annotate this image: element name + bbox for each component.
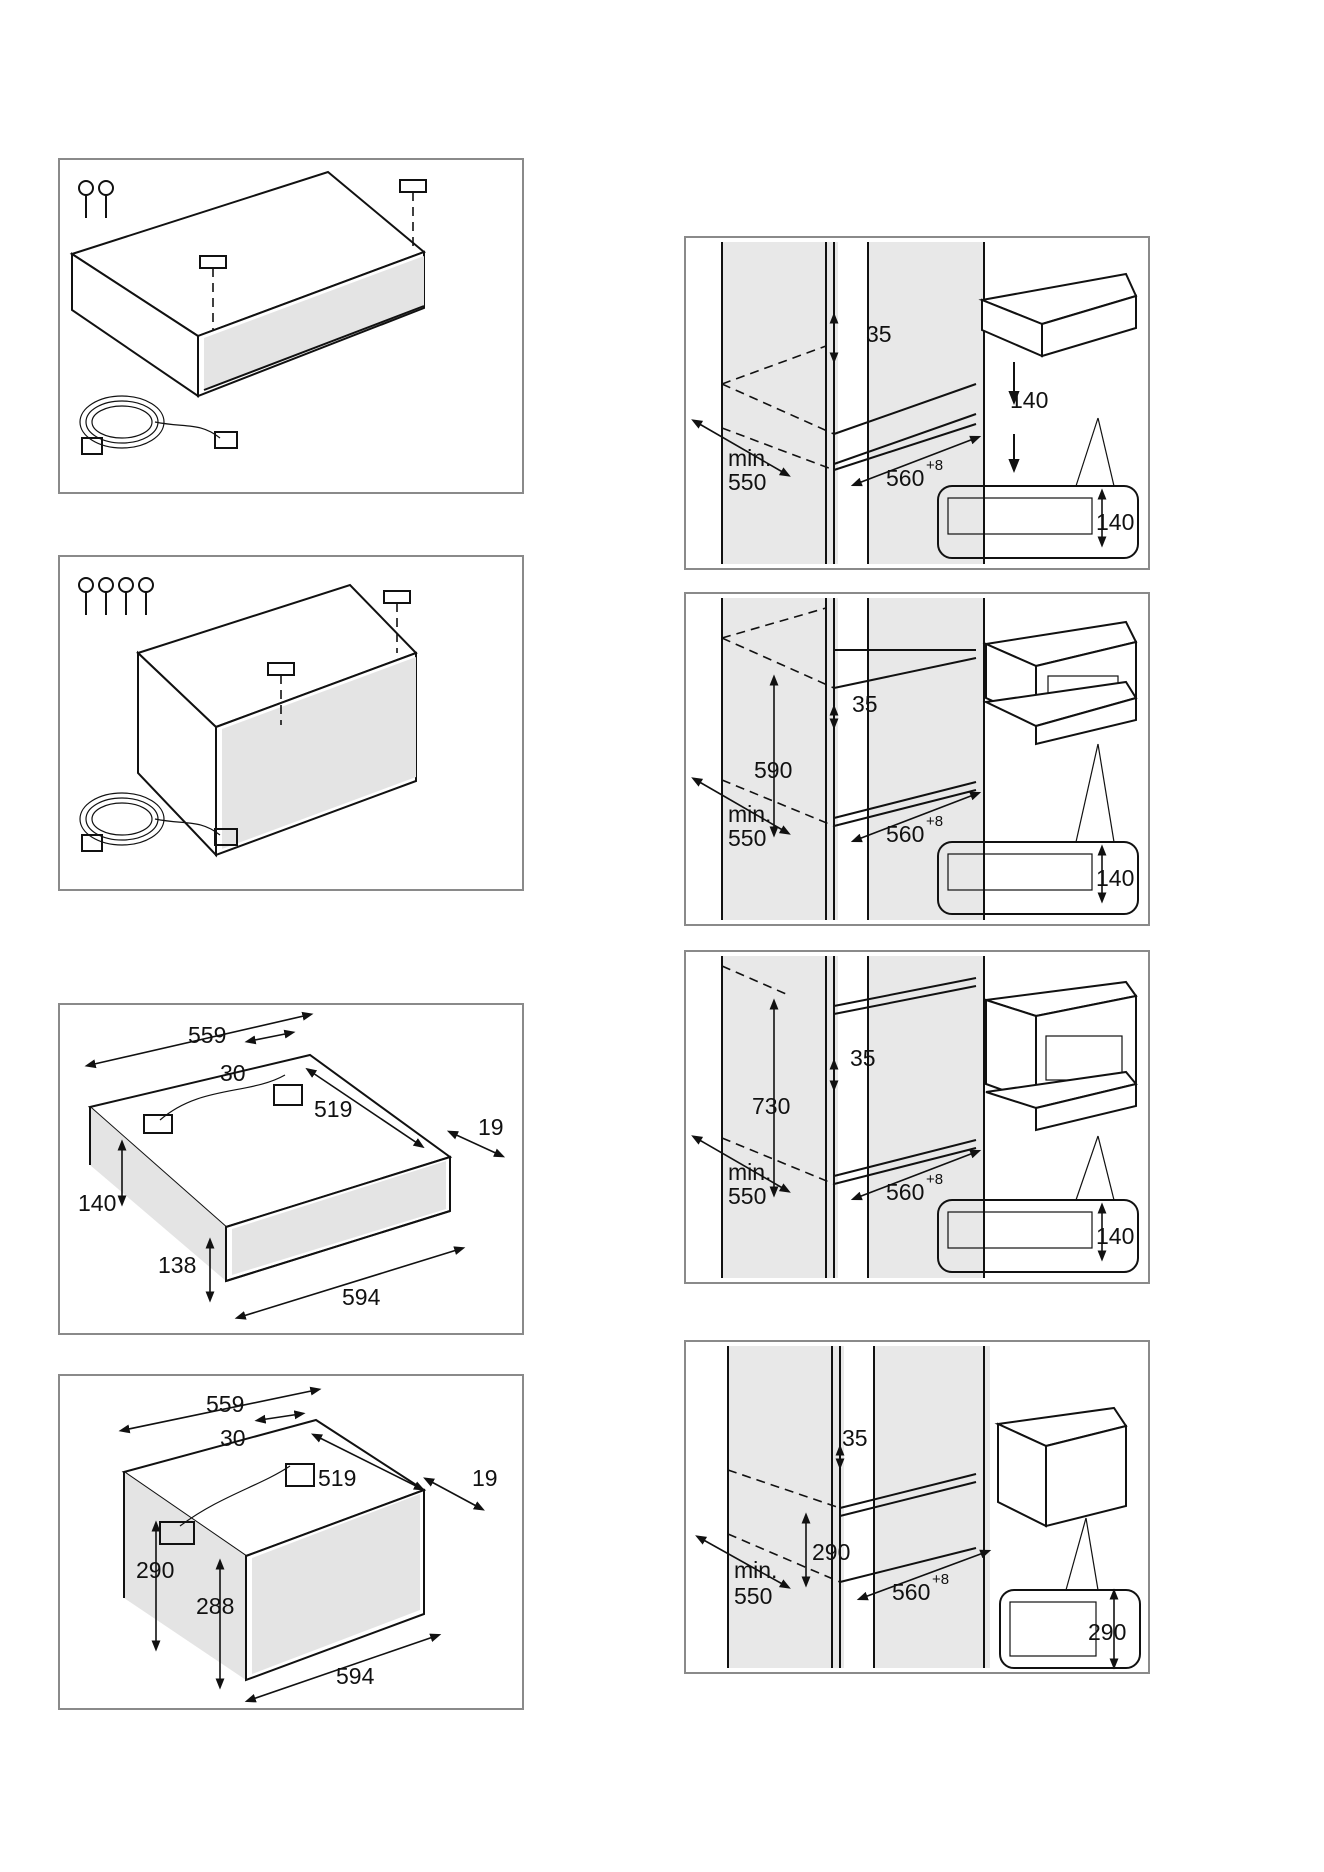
depth-label: 550 (728, 825, 766, 851)
depth-label: 559 (206, 1391, 244, 1417)
width-label: 594 (336, 1663, 375, 1689)
front-thickness-label: 19 (478, 1114, 504, 1140)
panel-offset-label: 30 (220, 1060, 246, 1086)
niche-140-compact-oven-figure: 35 590 min. 550 560 +8 140 (684, 592, 1150, 926)
front-thickness-label: 19 (472, 1465, 498, 1491)
drawer-outline (90, 1055, 450, 1281)
power-cable-icon (80, 396, 237, 454)
width-tolerance-label: +8 (926, 813, 943, 830)
drawer-140-dimension-figure: 559 30 519 19 140 138 594 (58, 1003, 524, 1335)
depth-min-label: min. (734, 1557, 777, 1583)
inner-depth-label: 519 (318, 1465, 356, 1491)
niche-290-standalone-figure: 35 290 min. 550 560 +8 290 (684, 1340, 1150, 1674)
width-tolerance-label: +8 (926, 1171, 943, 1188)
front-detail-callout (1000, 1518, 1140, 1668)
gap-label: 35 (850, 1045, 876, 1071)
front-height-label: 140 (1096, 509, 1134, 535)
gap-label: 35 (866, 321, 892, 347)
width-label: 560 (886, 1179, 924, 1205)
width-tolerance-label: +8 (932, 1571, 949, 1588)
width-label: 560 (892, 1579, 930, 1605)
niche-140-oven-figure: 35 730 min. 550 560 +8 140 (684, 950, 1150, 1284)
depth-label: 550 (728, 1183, 766, 1209)
height-label: 730 (752, 1093, 790, 1119)
gap-label: 35 (842, 1425, 868, 1451)
screw-icon (79, 578, 153, 615)
drawer-unit-icon (138, 585, 416, 855)
drawer-unit-icon (982, 274, 1136, 356)
height-label: 140 (1010, 387, 1048, 413)
front-height-label: 140 (1096, 865, 1134, 891)
front-height-label: 138 (158, 1252, 196, 1278)
height-label: 590 (754, 757, 792, 783)
width-label: 560 (886, 465, 924, 491)
height-label: 290 (812, 1539, 850, 1565)
depth-min-label: min. (728, 801, 771, 827)
drawer-290-dimension-figure: 559 30 519 19 290 288 594 (58, 1374, 524, 1710)
width-tolerance-label: +8 (926, 457, 943, 474)
depth-min-label: min. (728, 1159, 771, 1185)
depth-label: 559 (188, 1022, 226, 1048)
front-height-label: 288 (196, 1593, 234, 1619)
width-label: 560 (886, 821, 924, 847)
depth-label: 550 (728, 469, 766, 495)
front-height-label: 140 (1096, 1223, 1134, 1249)
drawer-unit-icon (998, 1408, 1126, 1526)
height-label: 140 (78, 1190, 116, 1216)
inner-depth-label: 519 (314, 1096, 352, 1122)
depth-label: 550 (734, 1583, 772, 1609)
depth-min-label: min. (728, 445, 771, 471)
drawer-unit-icon (72, 172, 424, 396)
drawer-140-parts-figure (58, 158, 524, 494)
width-label: 594 (342, 1284, 381, 1310)
height-label: 290 (136, 1557, 174, 1583)
drawer-290-parts-figure (58, 555, 524, 891)
niche-140-standalone-figure: 35 140 min. 550 560 +8 140 (684, 236, 1150, 570)
screw-icon (79, 181, 113, 218)
front-height-label: 290 (1088, 1619, 1126, 1645)
gap-label: 35 (852, 691, 878, 717)
panel-offset-label: 30 (220, 1425, 246, 1451)
drawer-outline (124, 1420, 424, 1680)
